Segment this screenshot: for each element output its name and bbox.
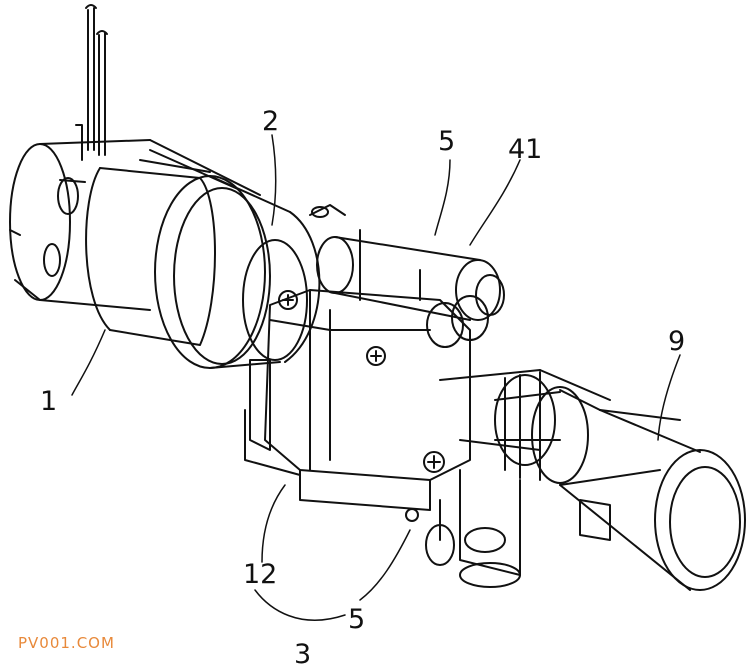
inlet-pipe <box>425 469 521 588</box>
label-5-bottom: 5 <box>348 604 365 635</box>
label-1: 1 <box>40 386 57 417</box>
label-3: 3 <box>294 639 311 669</box>
outlet-nozzle <box>439 369 746 591</box>
part-labels: 1 2 5 41 9 12 5 3 <box>40 106 685 669</box>
leader-lines <box>71 134 681 621</box>
label-5-top: 5 <box>438 126 455 157</box>
watermark: PV001.COM <box>18 634 115 652</box>
valve-cylinders <box>309 204 505 348</box>
motor-body <box>9 139 261 346</box>
motor-ring <box>154 175 321 369</box>
label-12: 12 <box>243 559 277 590</box>
lead-wires <box>75 4 108 161</box>
label-2: 2 <box>262 106 279 137</box>
label-9: 9 <box>668 326 685 357</box>
label-41: 41 <box>508 134 542 165</box>
pump-head <box>244 289 471 522</box>
